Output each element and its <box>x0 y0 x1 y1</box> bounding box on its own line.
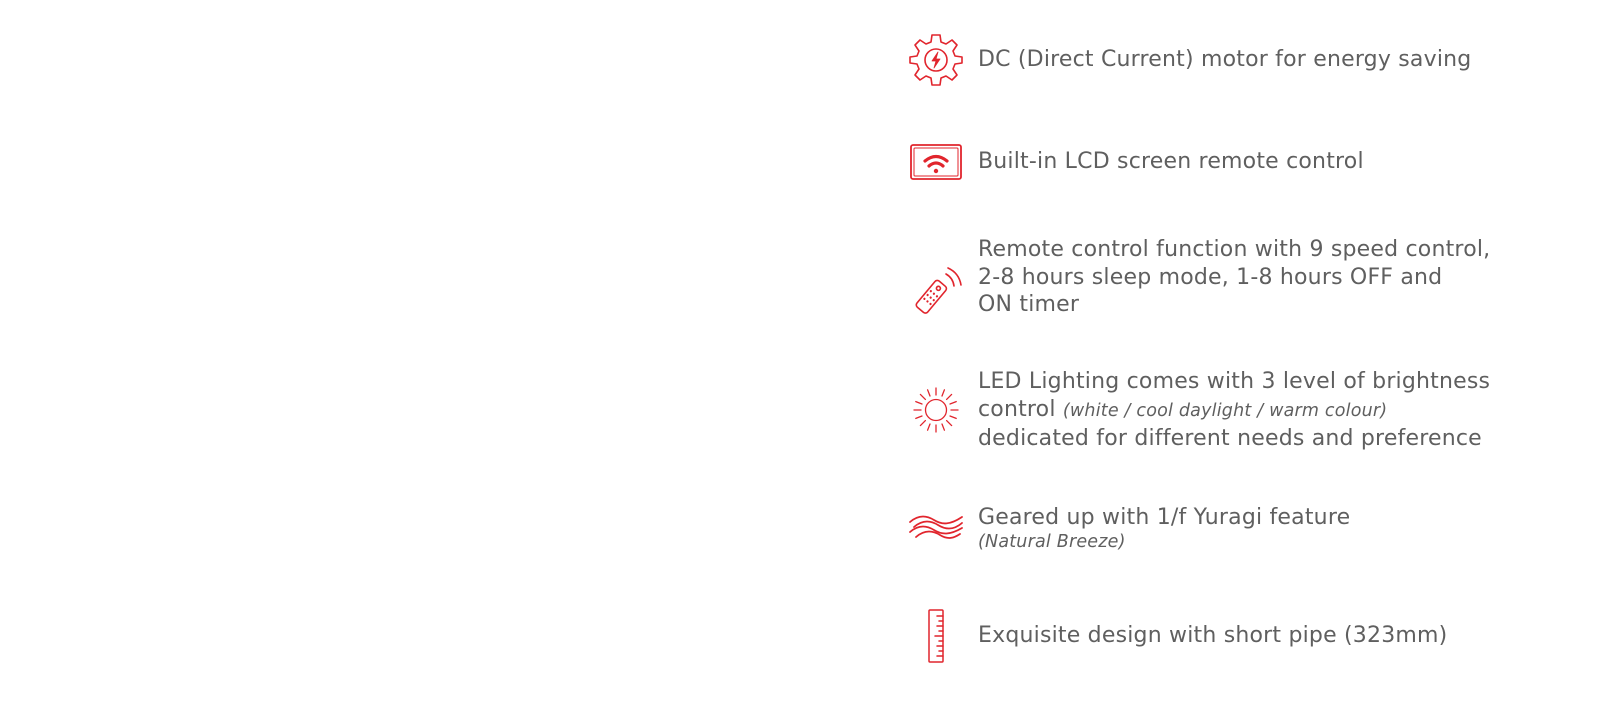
gear-lightning-icon <box>908 32 964 88</box>
feature-text: LED Lighting comes with 3 level of brigh… <box>978 368 1490 453</box>
feature-led-lighting: LED Lighting comes with 3 level of brigh… <box>908 368 1568 453</box>
sun-brightness-icon <box>908 382 964 438</box>
feature-line: Exquisite design with short pipe (323mm) <box>978 623 1448 649</box>
feature-line: DC (Direct Current) motor for energy sav… <box>978 47 1472 73</box>
feature-line-main: control <box>978 396 1056 422</box>
feature-lcd-remote: Built-in LCD screen remote control <box>908 134 1568 190</box>
feature-text: Geared up with 1/f Yuragi feature (Natur… <box>978 504 1350 552</box>
feature-line: 2-8 hours sleep mode, 1-8 hours OFF and <box>978 264 1443 290</box>
feature-line: LED Lighting comes with 3 level of brigh… <box>978 369 1491 394</box>
feature-line: Remote control function with 9 speed con… <box>978 237 1491 262</box>
feature-line: Built-in LCD screen remote control <box>978 149 1364 175</box>
feature-line: Geared up with 1/f Yuragi feature <box>978 505 1351 531</box>
blank-area <box>0 0 900 708</box>
feature-text: Built-in LCD screen remote control <box>978 148 1364 176</box>
feature-note: (Natural Breeze) <box>978 531 1126 552</box>
feature-line: ON timer <box>978 292 1080 317</box>
feature-short-pipe: Exquisite design with short pipe (323mm) <box>908 608 1568 664</box>
feature-text: Exquisite design with short pipe (323mm) <box>978 622 1447 650</box>
feature-remote-functions: Remote control function with 9 speed con… <box>908 236 1568 319</box>
breeze-waves-icon <box>908 500 964 556</box>
ruler-pipe-icon <box>908 608 964 664</box>
feature-text: Remote control function with 9 speed con… <box>978 236 1490 319</box>
feature-line: dedicated for different needs and prefer… <box>978 426 1482 451</box>
feature-line: control (white / cool daylight / warm co… <box>978 396 1490 426</box>
lcd-wifi-screen-icon <box>908 134 964 190</box>
feature-yuragi: Geared up with 1/f Yuragi feature (Natur… <box>908 500 1568 556</box>
feature-note: (white / cool daylight / warm colour) <box>1062 400 1388 421</box>
remote-control-icon <box>908 262 964 318</box>
feature-text: DC (Direct Current) motor for energy sav… <box>978 46 1471 74</box>
feature-dc-motor: DC (Direct Current) motor for energy sav… <box>908 32 1568 88</box>
